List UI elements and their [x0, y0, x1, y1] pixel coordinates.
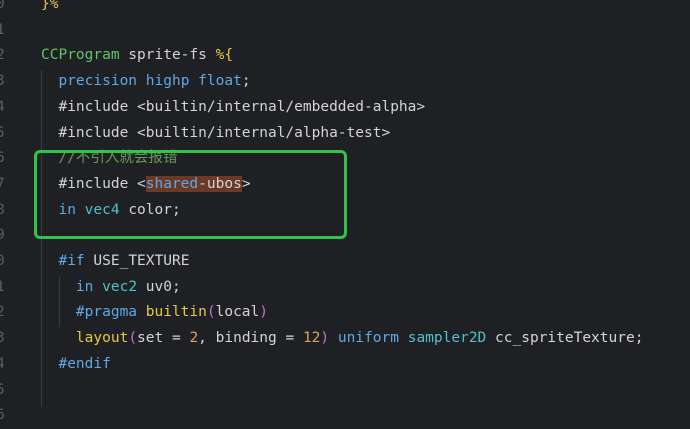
code-token: cc_spriteTexture; [486, 330, 644, 347]
code-token: ) [259, 304, 268, 321]
code-text: #include <builtin/internal/alpha-test> [41, 121, 390, 147]
code-token: uniform [337, 330, 399, 347]
code-token: #include < [41, 175, 146, 192]
code-token [329, 330, 338, 346]
code-token: layout [75, 330, 129, 347]
code-token: shared [145, 175, 199, 192]
code-token: #include <builtin/internal/embedded-alph… [41, 98, 426, 115]
code-text: layout(set = 2, binding = 12) uniform sa… [41, 326, 644, 352]
code-token: float [198, 73, 242, 90]
line-number: 5 [0, 381, 5, 398]
code-line[interactable]: 5 #include <builtin/internal/alpha-test> [0, 121, 690, 147]
code-token: ; [241, 73, 251, 90]
line-number: 4 [0, 355, 5, 372]
code-token: -ubos [198, 175, 242, 192]
line-number: 7 [0, 175, 5, 192]
code-line[interactable]: 0}% [0, 0, 690, 18]
code-token [137, 304, 146, 320]
code-line[interactable]: 0 #if USE_TEXTURE [0, 249, 690, 275]
code-token: local [215, 304, 260, 321]
code-token: in [75, 278, 94, 295]
code-token: #pragma [75, 304, 138, 321]
line-number: 5 [0, 124, 5, 141]
code-text: #pragma builtin(local) [41, 300, 268, 326]
code-token [41, 253, 58, 269]
code-token: 12 [302, 330, 321, 347]
code-line[interactable]: 6 //不引入就会报错 [0, 146, 690, 172]
code-token: USE_TEXTURE [84, 253, 190, 269]
line-number: 2 [0, 304, 5, 321]
line-number: 9 [0, 227, 5, 244]
code-token: #if [58, 253, 85, 269]
code-token: , binding = [198, 330, 303, 347]
code-token: builtin [145, 304, 207, 321]
code-token: CCProgram [41, 47, 120, 64]
code-line[interactable]: 5 [0, 378, 690, 404]
line-number: 1 [0, 278, 5, 295]
code-token: in [58, 201, 76, 218]
line-number: 6 [0, 407, 5, 424]
code-token: ( [128, 330, 138, 347]
code-token [399, 330, 408, 346]
code-token: uv0; [137, 278, 181, 295]
code-token [137, 73, 146, 89]
line-number: 0 [0, 0, 5, 12]
line-number: 4 [0, 98, 5, 115]
code-token: #include <builtin/internal/alpha-test> [41, 124, 391, 141]
line-number: 1 [0, 21, 5, 38]
code-token: ) [320, 330, 330, 347]
code-text: CCProgram sprite-fs %{ [41, 43, 233, 69]
code-token: sampler2D [407, 330, 487, 347]
code-text: in vec4 color; [41, 198, 181, 224]
code-token: vec4 [84, 201, 120, 218]
code-token: set = [137, 330, 190, 347]
code-line[interactable]: 4 #endif [0, 352, 690, 378]
indent-guide [59, 277, 60, 327]
code-line[interactable]: 2 CCProgram sprite-fs %{ [0, 43, 690, 69]
code-text: #include <shared-ubos> [41, 172, 251, 198]
code-token [41, 73, 58, 89]
code-text: //不引入就会报错 [41, 146, 177, 172]
code-line[interactable]: 8 in vec4 color; [0, 198, 690, 224]
code-token: %{ [215, 47, 234, 64]
code-line[interactable]: 7 #include <shared-ubos> [0, 172, 690, 198]
annotation-highlight-box [34, 150, 347, 239]
code-token: highp [145, 73, 190, 90]
code-text: #if USE_TEXTURE [41, 249, 189, 275]
code-line[interactable]: 4 #include <builtin/internal/embedded-al… [0, 95, 690, 121]
code-token [189, 73, 198, 89]
code-text: }% [41, 0, 58, 18]
code-token: precision [58, 73, 138, 90]
code-token: color; [119, 201, 181, 218]
code-text: #include <builtin/internal/embedded-alph… [41, 95, 425, 121]
line-number: 3 [0, 73, 5, 90]
line-number: 3 [0, 330, 5, 347]
code-token: vec2 [102, 278, 138, 295]
code-token [93, 279, 102, 295]
line-number: 6 [0, 150, 5, 167]
code-token: }% [41, 0, 59, 12]
code-token [41, 356, 58, 372]
line-number: 8 [0, 201, 5, 218]
code-token: sprite-fs [119, 47, 216, 64]
code-token: #endif [58, 355, 111, 372]
code-line[interactable]: 2 #pragma builtin(local) [0, 300, 690, 326]
code-text: in vec2 uv0; [41, 275, 181, 301]
code-token: 2 [189, 330, 199, 347]
code-line[interactable]: 6 [0, 403, 690, 429]
code-token: > [241, 175, 251, 192]
code-token: //不引入就会报错 [41, 150, 178, 167]
code-line[interactable]: 9 [0, 223, 690, 249]
code-line[interactable]: 1 [0, 18, 690, 44]
code-line[interactable]: 3 precision highp float; [0, 69, 690, 95]
line-number: 2 [0, 47, 5, 64]
code-line[interactable]: 3 layout(set = 2, binding = 12) uniform … [0, 326, 690, 352]
code-token [41, 330, 76, 346]
code-token: ( [206, 304, 216, 321]
code-text: #endif [41, 352, 111, 378]
line-number: 0 [0, 253, 5, 269]
code-line[interactable]: 1 in vec2 uv0; [0, 275, 690, 301]
code-text: precision highp float; [41, 69, 251, 95]
